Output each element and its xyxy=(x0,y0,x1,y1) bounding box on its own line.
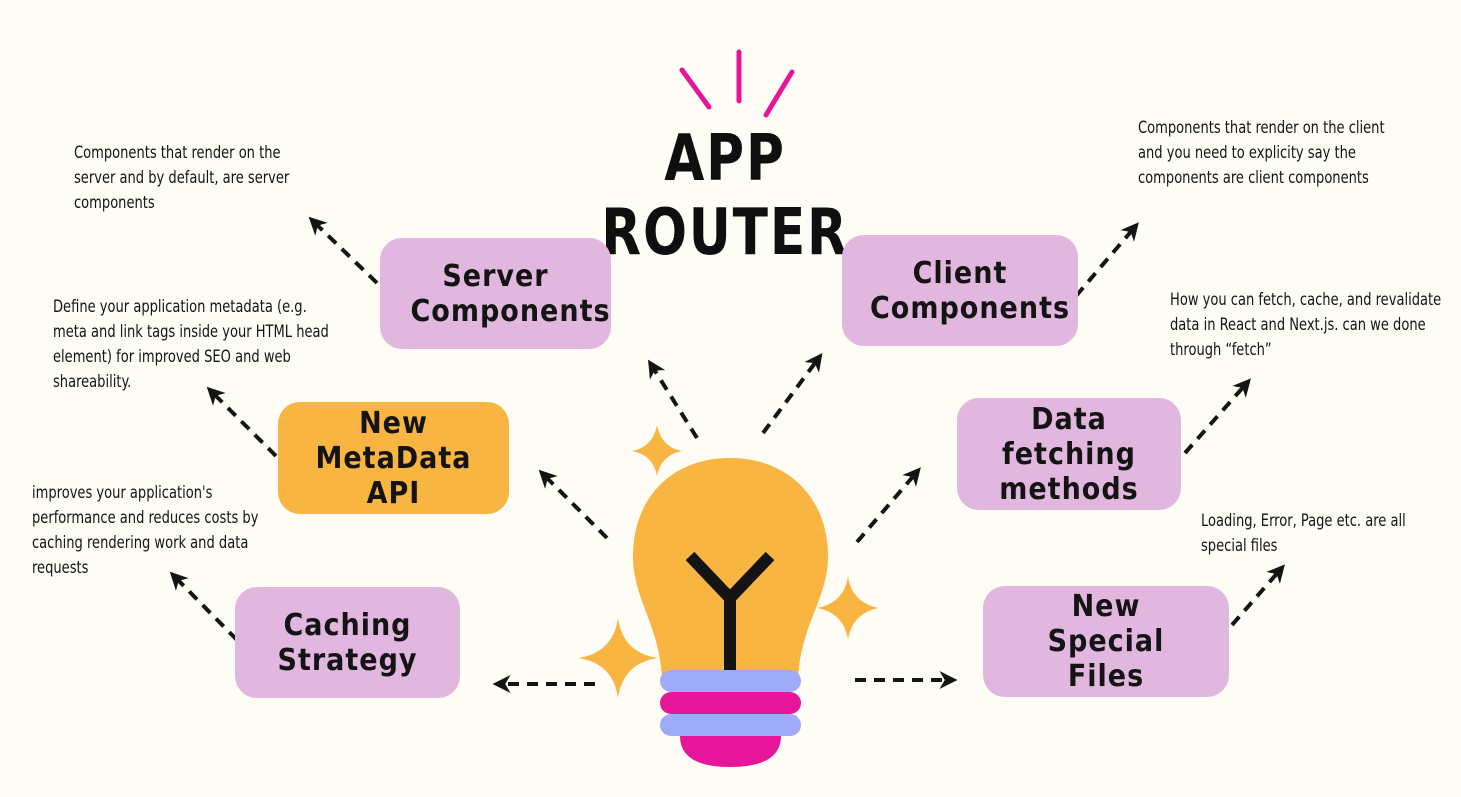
arrow-client-to-note xyxy=(1074,222,1139,298)
accent-lines xyxy=(679,49,795,118)
note-data-fetching-methods: How you can fetch, cache, and revalidate… xyxy=(1170,290,1442,359)
note-server-components: Components that render on the server and… xyxy=(74,143,290,212)
page-title: APP ROUTER xyxy=(601,122,849,270)
node-label: Data fetching methods xyxy=(999,401,1139,507)
sparkle-icon xyxy=(632,425,682,476)
lightbulb-icon xyxy=(578,425,879,767)
arrow-metadata-to-note xyxy=(206,386,278,458)
arrow-bulb-to-metadata xyxy=(538,469,609,540)
node-new-special-files: New Special Files xyxy=(983,586,1229,697)
node-label: Server Components xyxy=(410,258,611,329)
node-label: New Special Files xyxy=(1047,589,1165,694)
note-new-special-files: Loading, Error, Page etc. are all specia… xyxy=(1201,511,1406,555)
arrow-data-to-note xyxy=(1183,378,1251,455)
node-data-fetching-methods: Data fetching methods xyxy=(957,398,1181,510)
node-caching-strategy: Caching Strategy xyxy=(235,587,460,698)
arrow-special-to-note xyxy=(1230,564,1285,627)
arrow-server-to-note xyxy=(308,216,379,285)
node-client-components: Client Components xyxy=(842,235,1078,346)
note-new-metadata-api: Define your application metadata (e.g. m… xyxy=(53,297,329,391)
arrow-bulb-to-data xyxy=(855,467,921,544)
arrow-caching-to-note xyxy=(169,571,239,642)
node-label: Client Components xyxy=(870,255,1071,326)
node-label: Caching Strategy xyxy=(277,607,418,678)
node-new-metadata-api: New MetaData API xyxy=(278,402,509,514)
sparkle-icon xyxy=(578,618,658,698)
arrow-bulb-to-server xyxy=(648,359,699,440)
note-caching-strategy: improves your application's performance … xyxy=(32,483,259,577)
note-client-components: Components that render on the client and… xyxy=(1138,118,1385,187)
sparkle-icon xyxy=(817,576,879,640)
node-server-components: Server Components xyxy=(380,238,611,349)
arrow-bulb-to-client xyxy=(761,352,823,435)
node-label: New MetaData API xyxy=(315,405,472,511)
